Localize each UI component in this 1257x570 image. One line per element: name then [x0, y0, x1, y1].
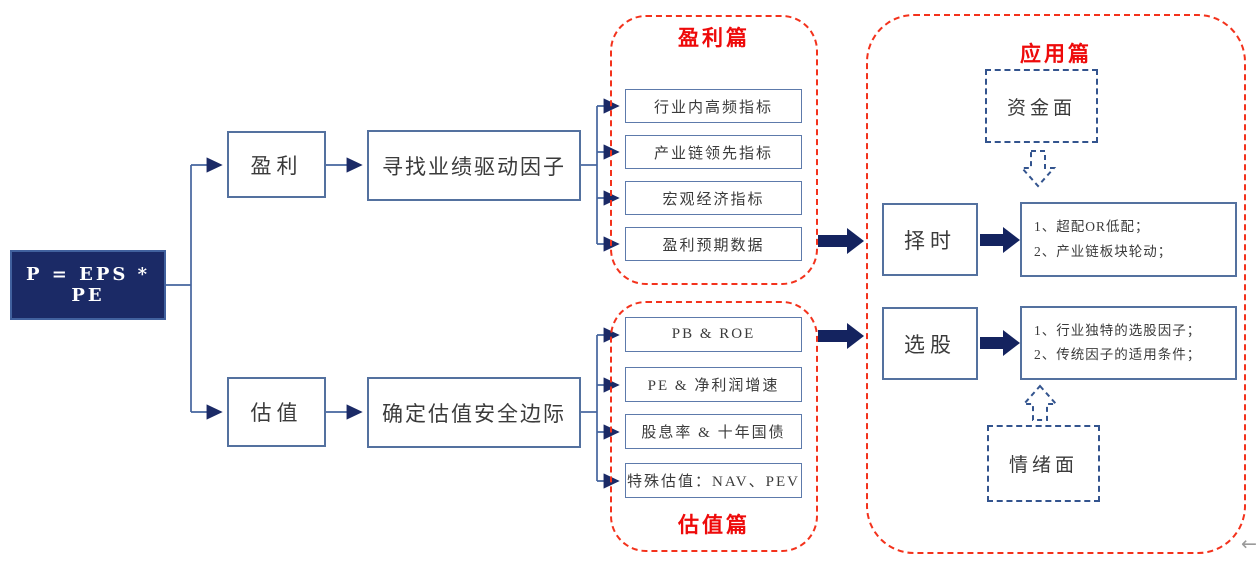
stock-selection-node: 选股: [882, 307, 978, 380]
valuation-node: 估值: [227, 377, 326, 447]
detail-line: 2、产业链板块轮动；: [1034, 243, 1173, 259]
capital-face-label: 资金面: [1006, 97, 1076, 119]
sentiment-face-label: 情绪面: [1008, 455, 1078, 476]
detail-line: 1、超配OR低配；: [1034, 219, 1150, 235]
profit-node: 盈利: [227, 131, 326, 198]
valuation-indicator-item: PB & ROE: [625, 317, 802, 352]
timing-label: 择时: [904, 228, 956, 253]
application-section: [866, 14, 1246, 554]
valuation-action-node: 确定估值安全边际: [367, 377, 581, 448]
profit-action-label: 寻找业绩驱动因子: [382, 154, 566, 179]
detail-line: 2、传统因子的适用条件；: [1034, 347, 1202, 362]
detail-line: 1、行业独特的选股因子；: [1034, 322, 1202, 338]
profit-section-title: 盈利篇: [678, 26, 750, 50]
valuation-indicator-item: 股息率 & 十年国债: [625, 414, 802, 449]
valuation-indicator-item: 特殊估值：NAV、PEV: [625, 463, 802, 498]
profit-indicator-item: 宏观经济指标: [625, 181, 802, 215]
root-branch-connectors: [166, 157, 363, 420]
valuation-label: 估值: [250, 401, 303, 425]
back-arrow-icon: ←: [1241, 533, 1257, 555]
profit-indicator-item: 产业链领先指标: [625, 135, 802, 169]
profit-indicator-item: 行业内高频指标: [625, 89, 802, 123]
stock-selection-label: 选股: [904, 332, 956, 357]
profit-action-node: 寻找业绩驱动因子: [367, 130, 581, 201]
formula-node: P = EPS * PE: [10, 250, 166, 320]
valuation-indicator-item: PE & 净利润增速: [625, 367, 802, 402]
timing-detail-node: 1、超配OR低配； 2、产业链板块轮动；: [1020, 202, 1237, 277]
valuation-section-title: 估值篇: [678, 513, 750, 537]
valuation-action-label: 确定估值安全边际: [382, 401, 566, 426]
sentiment-face-node: 情绪面: [987, 425, 1100, 502]
profit-label: 盈利: [250, 153, 303, 178]
application-section-title: 应用篇: [1020, 42, 1092, 66]
profit-indicator-item: 盈利预期数据: [625, 227, 802, 261]
stock-selection-detail-node: 1、行业独特的选股因子； 2、传统因子的适用条件；: [1020, 306, 1237, 380]
formula-text: P = EPS * PE: [25, 264, 151, 306]
timing-node: 择时: [882, 203, 978, 276]
capital-face-node: 资金面: [985, 69, 1098, 143]
